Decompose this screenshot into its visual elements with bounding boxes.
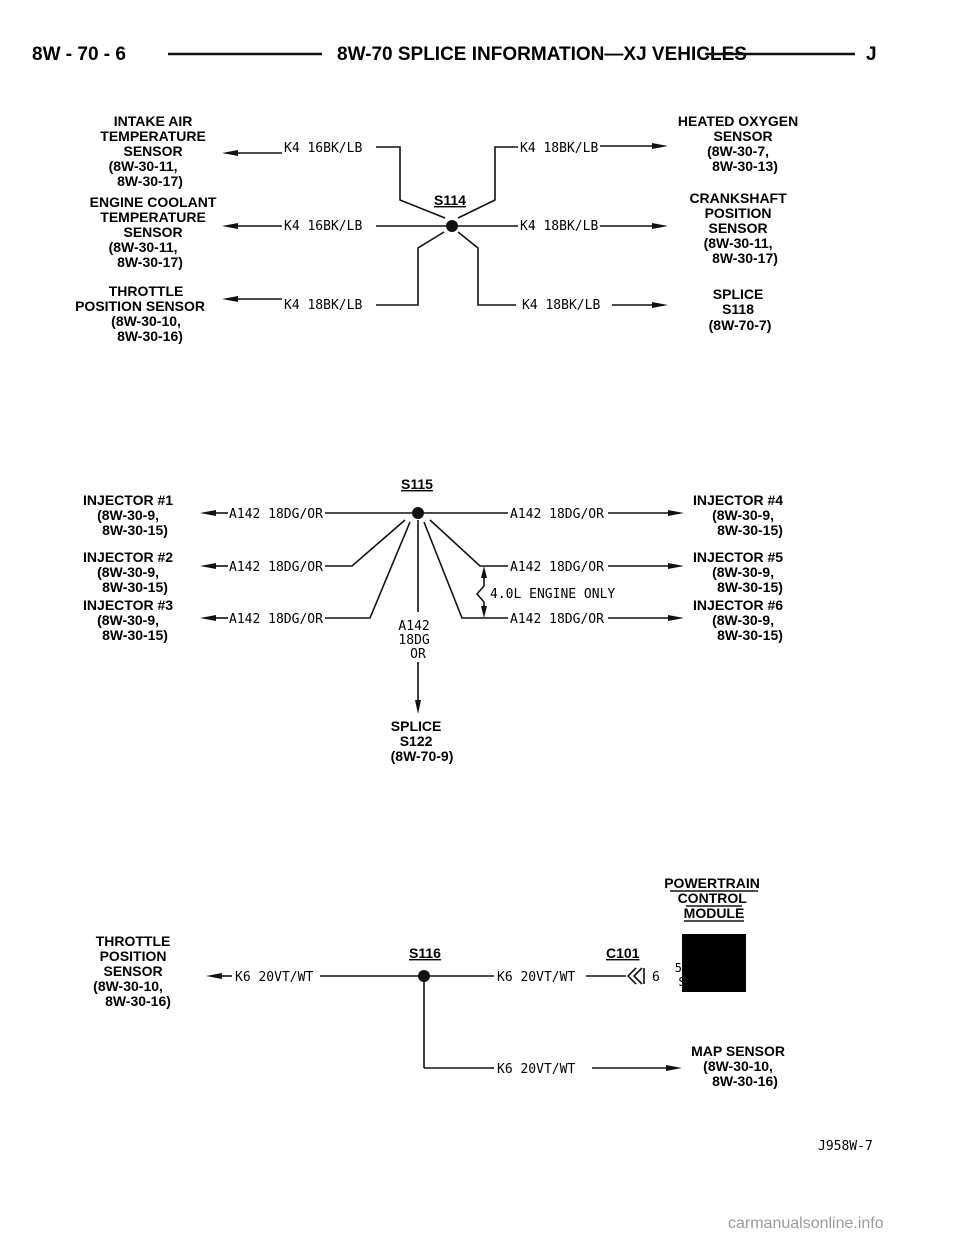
arrow-right-icon [666, 1065, 682, 1071]
s115-wire-label: A142 18DG/OR [510, 507, 604, 522]
s116-wires [206, 967, 682, 1071]
s114-wire-label: K4 18BK/LB [284, 298, 362, 313]
s115-splice-label: S115 [401, 476, 433, 492]
arrow-left-icon [222, 150, 238, 156]
s115-wires [200, 507, 684, 714]
arrow-left-icon [222, 223, 238, 229]
arrow-down-icon [481, 606, 487, 618]
s114-splice-label: S114 [434, 192, 466, 208]
connector-icon [626, 967, 637, 985]
s114-wires [222, 143, 668, 308]
s114-wire-label: K4 16BK/LB [284, 219, 362, 234]
s116-splice-label: S116 [409, 945, 441, 961]
s116-left-label: THROTTLE POSITION SENSOR (8W-30-10, 8W-3… [93, 933, 174, 1009]
s116-wire-label: K6 20VT/WT [497, 1062, 575, 1077]
figure-id: J958W-7 [818, 1139, 873, 1154]
page-header: 8W - 70 - 6 8W-70 SPLICE INFORMATION—XJ … [32, 44, 877, 65]
splice-dot-icon [412, 507, 424, 519]
arrow-right-icon [652, 223, 668, 229]
s114-wire-label: K4 18BK/LB [520, 219, 598, 234]
s114-right-label-2: CRANKSHAFT POSITION SENSOR (8W-30-11, 8W… [689, 190, 790, 266]
arrow-right-icon [652, 302, 668, 308]
engine-note: 4.0L ENGINE ONLY [490, 587, 615, 602]
splice-s115-section: INJECTOR #1 (8W-30-9, 8W-30-15) INJECTOR… [83, 476, 787, 764]
arrow-right-icon [668, 563, 684, 569]
arrow-right-icon [668, 510, 684, 516]
s115-left-label-3: INJECTOR #3 (8W-30-9, 8W-30-15) [83, 597, 177, 643]
splice-s116-section: POWERTRAIN CONTROL MODULE THROTTLE POSIT… [93, 875, 789, 1089]
pcm-pin-number: 6 [652, 970, 660, 985]
s114-right-label-3: SPLICE S118 (8W-70-7) [709, 286, 772, 333]
connector-label: C101 [606, 945, 640, 961]
splice-dot-icon [418, 970, 430, 982]
s115-left-label-2: INJECTOR #2 (8W-30-9, 8W-30-15) [83, 549, 177, 595]
watermark: carmanualsonline.info [728, 1215, 884, 1232]
s114-left-label-1: INTAKE AIR TEMPERATURE SENSOR (8W-30-11,… [100, 113, 209, 189]
s115-right-label-3: INJECTOR #6 (8W-30-9, 8W-30-15) [693, 597, 787, 643]
arrow-down-icon [415, 700, 421, 714]
page-title: 8W-70 SPLICE INFORMATION—XJ VEHICLES [337, 44, 747, 65]
s115-down-destination: SPLICE S122 (8W-70-9) [391, 718, 454, 764]
arrow-left-icon [200, 615, 216, 621]
s114-left-label-3: THROTTLE POSITION SENSOR (8W-30-10, 8W-3… [75, 283, 209, 344]
s114-wire-label: K4 18BK/LB [520, 141, 598, 156]
s114-left-label-2: ENGINE COOLANT TEMPERATURE SENSOR (8W-30… [90, 194, 221, 270]
arrow-left-icon [200, 563, 216, 569]
s115-left-label-1: INJECTOR #1 (8W-30-9, 8W-30-15) [83, 492, 177, 538]
s115-right-label-2: INJECTOR #5 (8W-30-9, 8W-30-15) [693, 549, 787, 595]
arrow-left-icon [222, 296, 238, 302]
vehicle-tag: J [866, 44, 877, 65]
arrow-right-icon [668, 615, 684, 621]
s116-wire-label: K6 20VT/WT [235, 970, 313, 985]
splice-dot-icon [446, 220, 458, 232]
pcm-label: POWERTRAIN CONTROL MODULE [664, 875, 764, 921]
arrow-left-icon [206, 973, 222, 979]
s115-right-label-1: INJECTOR #4 (8W-30-9, 8W-30-15) [693, 492, 787, 538]
s115-wire-label: A142 18DG/OR [229, 612, 323, 627]
page-number: 8W - 70 - 6 [32, 44, 126, 65]
s115-wire-label: A142 18DG/OR [229, 507, 323, 522]
s115-down-wire-label: A142 18DG OR [398, 619, 437, 662]
pcm-module-box [682, 934, 746, 992]
pcm-supply-label: 5 VOLT SUPPLY [675, 961, 726, 989]
s115-wire-label: A142 18DG/OR [229, 560, 323, 575]
s114-wire-label: K4 16BK/LB [284, 141, 362, 156]
s115-wire-label: A142 18DG/OR [510, 612, 604, 627]
splice-s114-section: INTAKE AIR TEMPERATURE SENSOR (8W-30-11,… [75, 113, 802, 344]
arrow-left-icon [200, 510, 216, 516]
s114-wire-label: K4 18BK/LB [522, 298, 600, 313]
s114-right-label-1: HEATED OXYGEN SENSOR (8W-30-7, 8W-30-13) [678, 113, 802, 174]
arrow-up-icon [481, 566, 487, 578]
s116-wire-label: K6 20VT/WT [497, 970, 575, 985]
arrow-right-icon [652, 143, 668, 149]
map-sensor-label: MAP SENSOR (8W-30-10, 8W-30-16) [691, 1043, 789, 1089]
s115-wire-label: A142 18DG/OR [510, 560, 604, 575]
